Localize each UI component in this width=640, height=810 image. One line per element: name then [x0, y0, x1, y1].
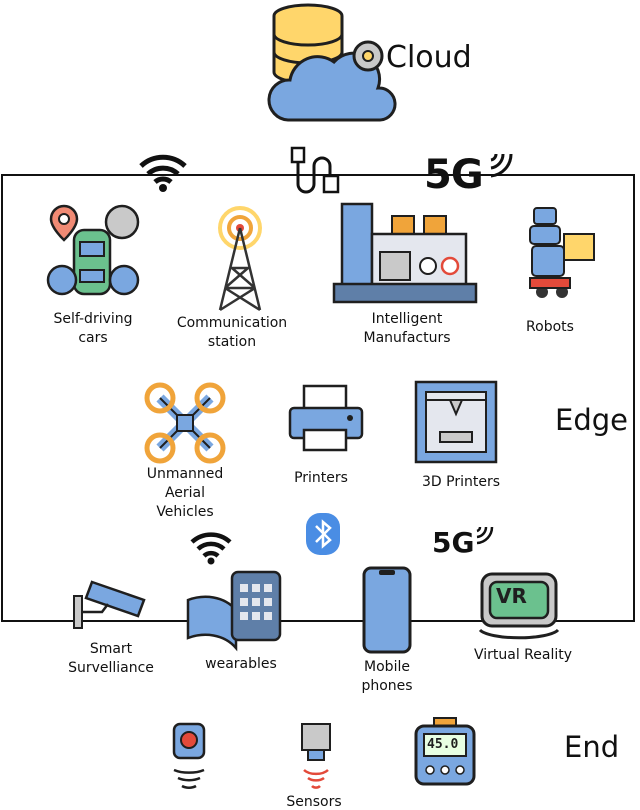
proximity-sensor-icon: [172, 722, 206, 789]
vr-screen-text: VR: [496, 584, 527, 608]
self-driving-car-icon: [46, 204, 140, 296]
signal-waves-icon: [490, 153, 513, 178]
virtual-reality-label: Virtual Reality: [473, 647, 573, 663]
wearable-device-icon: [186, 570, 282, 652]
ethernet-cable-icon: [290, 146, 340, 194]
digital-meter-icon: [414, 717, 476, 786]
signal-waves-icon-2: [476, 526, 494, 545]
communication-tower-icon: [218, 206, 262, 312]
ultrasonic-sensor-icon: [301, 723, 331, 789]
edge-frame: [1, 174, 635, 622]
robot-icon: [529, 207, 595, 298]
meter-reading: 45.0: [427, 737, 459, 752]
edge-layer-label: Edge: [555, 403, 628, 437]
wifi-icon: [139, 154, 187, 192]
printers-label: Printers: [294, 470, 348, 486]
cloud-title: Cloud: [386, 40, 472, 75]
3d-printers-label: 3D Printers: [421, 474, 500, 490]
end-layer-label: End: [564, 730, 620, 764]
intelligent-factory-icon: [332, 202, 478, 304]
sensors-label: Sensors: [286, 794, 342, 810]
wifi-icon-2: [190, 532, 232, 565]
drone-icon: [144, 382, 226, 464]
mobile-phones-label: Mobile phones: [361, 659, 413, 694]
robots-label: Robots: [526, 319, 574, 335]
vr-headset-icon: [478, 572, 560, 640]
mid-5g-label: 5G: [432, 526, 475, 559]
self-driving-cars-label: Self-driving cars: [53, 311, 133, 346]
surveillance-camera-icon: [73, 580, 146, 629]
intelligent-manufacturs-label: Intelligent Manufacturs: [363, 311, 451, 346]
cloud-database-icon: [267, 3, 397, 122]
top-5g-label: 5G: [424, 152, 484, 198]
unmanned-aerial-vehicles-label: Unmanned Aerial Vehicles: [146, 466, 224, 520]
smart-survelliance-label: Smart Survelliance: [68, 641, 154, 676]
printer-icon: [288, 384, 364, 452]
wearables-label: wearables: [205, 656, 277, 672]
communication-station-label: Communication station: [176, 315, 288, 350]
3d-printer-icon: [414, 380, 498, 464]
mobile-phone-icon: [362, 566, 412, 654]
bluetooth-icon: [306, 513, 340, 555]
